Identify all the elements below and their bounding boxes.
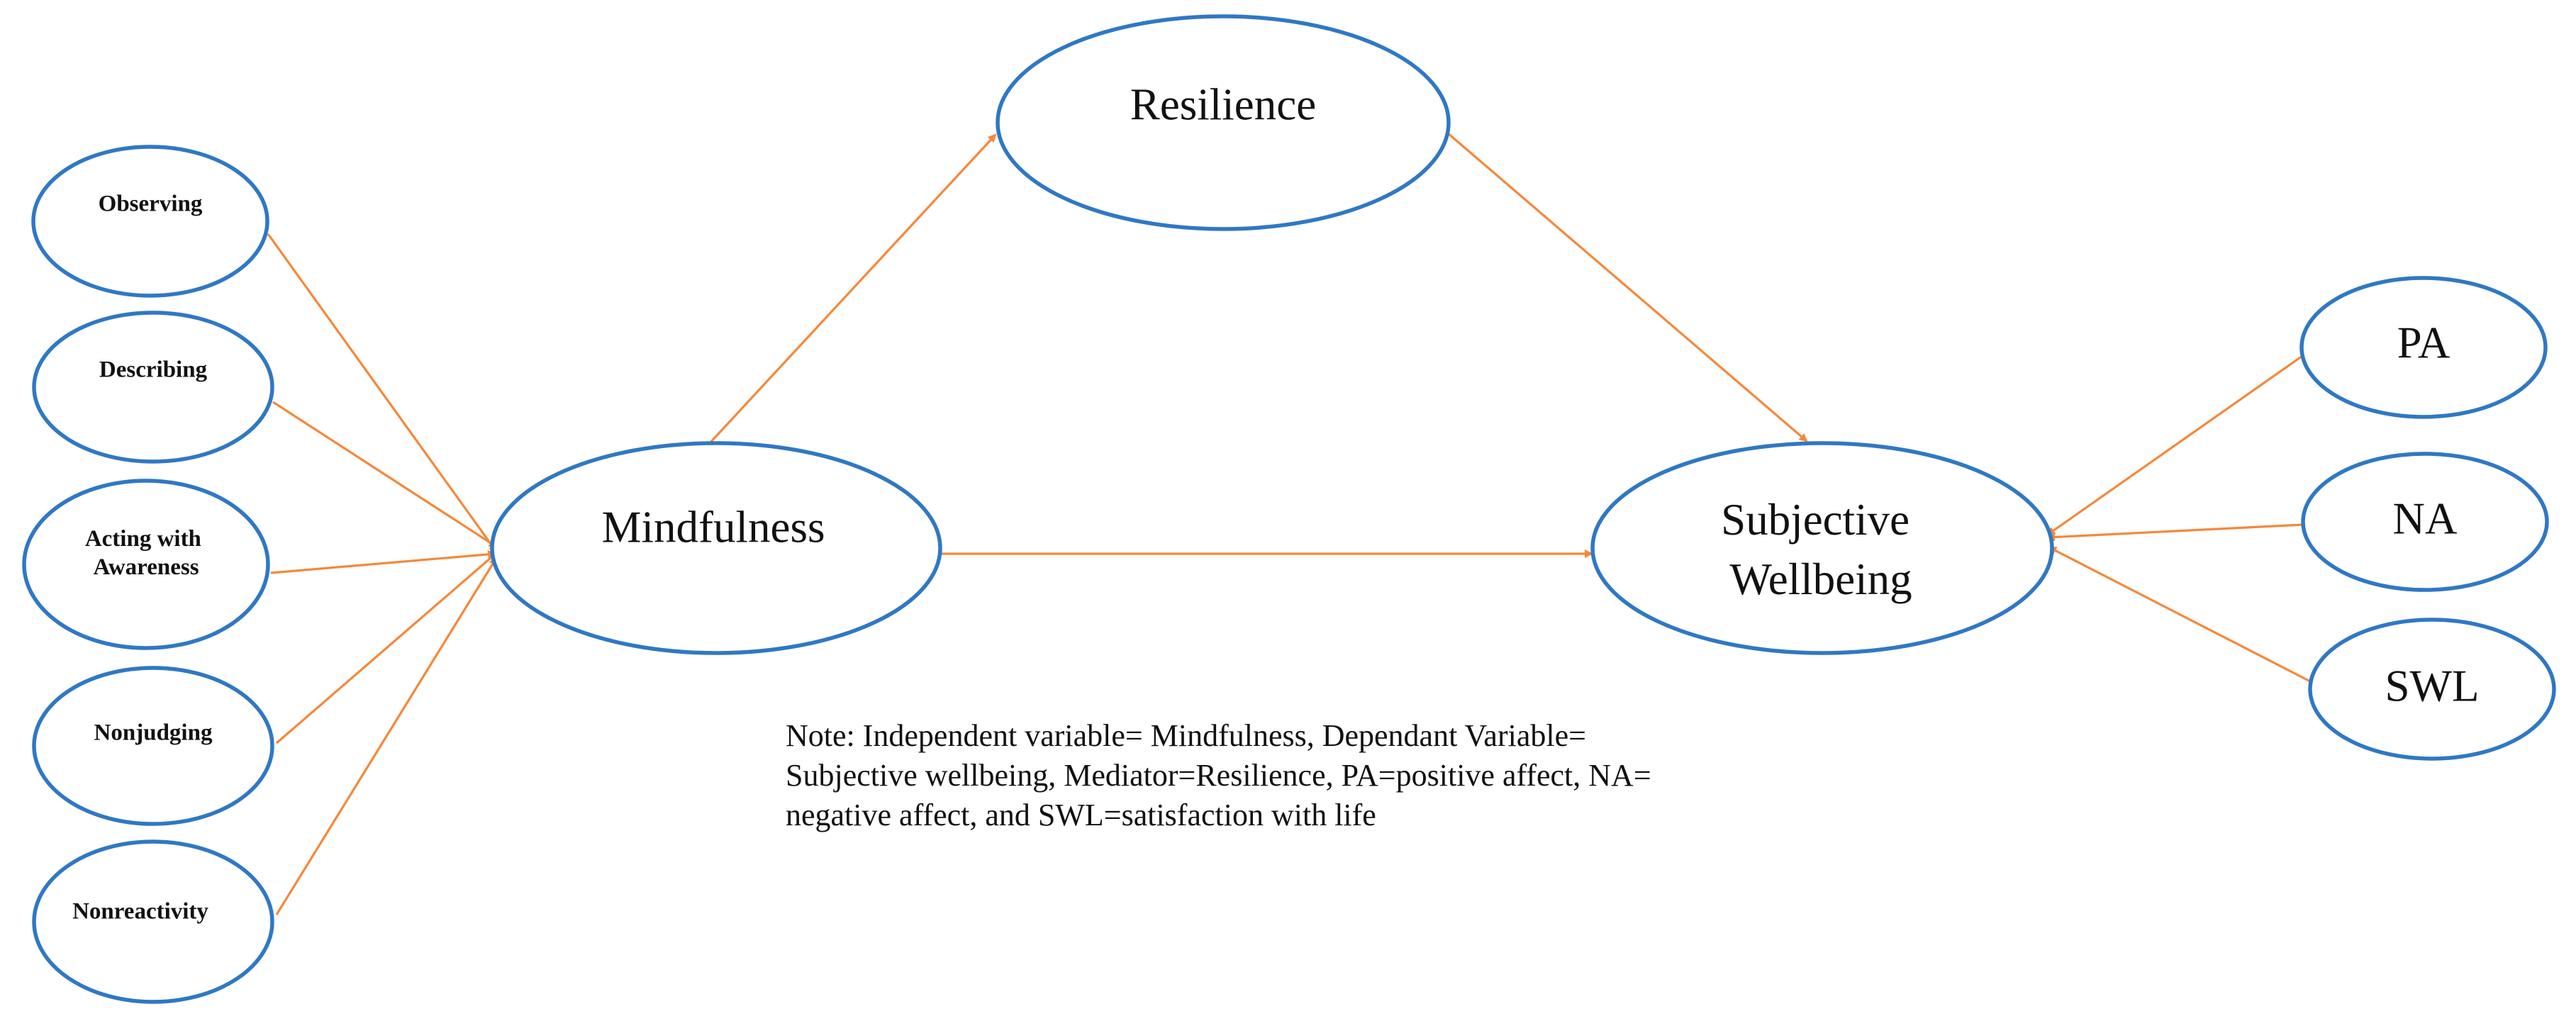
node-na: NA <box>2301 452 2549 592</box>
edge-acting-with-awareness-to-mindfulness <box>270 549 496 574</box>
node-pa: PA <box>2299 276 2548 419</box>
subjective-wellbeing-ellipse <box>1590 441 2054 655</box>
acting-with-awareness-ellipse <box>22 479 270 650</box>
mindfulness-ellipse <box>490 441 942 655</box>
note-line-1: Note: Independent variable= Mindfulness,… <box>786 718 1586 753</box>
acting-with-awareness-line-2: Awareness <box>93 554 199 580</box>
node-describing: Describing <box>32 311 274 464</box>
node-nonjudging: Nonjudging <box>32 666 274 826</box>
edge-resilience-to-subjective-wellbeing <box>1446 132 1808 442</box>
edge-nonjudging-to-mindfulness <box>275 552 498 744</box>
note-line-3: negative affect, and SWL=satisfaction wi… <box>786 798 1376 832</box>
diagram-note: Note: Independent variable= Mindfulness,… <box>786 716 1892 835</box>
nonjudging-label: Nonjudging <box>94 720 213 746</box>
nonjudging-ellipse <box>32 666 274 826</box>
pa-label: PA <box>2397 318 2450 367</box>
na-ellipse <box>2301 452 2549 592</box>
describing-ellipse <box>32 311 274 464</box>
observing-ellipse <box>31 145 269 298</box>
describing-label: Describing <box>99 357 208 383</box>
edge-swl-to-subjective-wellbeing <box>2048 546 2314 684</box>
node-acting-with-awareness: Acting with Awareness <box>22 479 270 650</box>
nonreactivity-label: Nonreactivity <box>72 899 208 925</box>
edge-na-to-subjective-wellbeing <box>2046 523 2304 542</box>
node-subjective-wellbeing: Subjective Wellbeing <box>1590 441 2054 655</box>
swl-ellipse <box>2308 618 2556 761</box>
edge-observing-to-mindfulness <box>267 233 498 553</box>
node-nonreactivity: Nonreactivity <box>32 839 274 1004</box>
edges <box>267 132 2314 915</box>
subjective-wellbeing-line-2: Wellbeing <box>1729 554 1912 604</box>
edge-pa-to-subjective-wellbeing <box>2046 353 2305 536</box>
acting-with-awareness-line-1: Acting with <box>85 526 201 552</box>
subjective-wellbeing-line-1: Subjective <box>1721 495 1909 545</box>
node-mindfulness: Mindfulness <box>490 441 942 655</box>
edge-describing-to-mindfulness <box>272 401 498 548</box>
subjective-wellbeing-label: Subjective Wellbeing <box>1721 495 1921 604</box>
mindfulness-label: Mindfulness <box>602 502 825 552</box>
resilience-ellipse <box>996 14 1451 231</box>
edge-nonreactivity-to-mindfulness <box>275 557 498 915</box>
na-label: NA <box>2393 493 2458 543</box>
nonreactivity-ellipse <box>32 839 274 1004</box>
swl-label: SWL <box>2385 661 2480 710</box>
node-swl: SWL <box>2308 618 2556 761</box>
note-line-2: Subjective wellbeing, Mediator=Resilienc… <box>786 758 1651 793</box>
node-observing: Observing <box>31 145 269 298</box>
pa-ellipse <box>2299 276 2548 419</box>
edge-mindfulness-to-resilience <box>708 133 997 445</box>
resilience-label: Resilience <box>1130 79 1316 129</box>
observing-label: Observing <box>99 191 203 217</box>
node-resilience: Resilience <box>996 14 1451 231</box>
acting-with-awareness-label: Acting with Awareness <box>85 526 207 580</box>
